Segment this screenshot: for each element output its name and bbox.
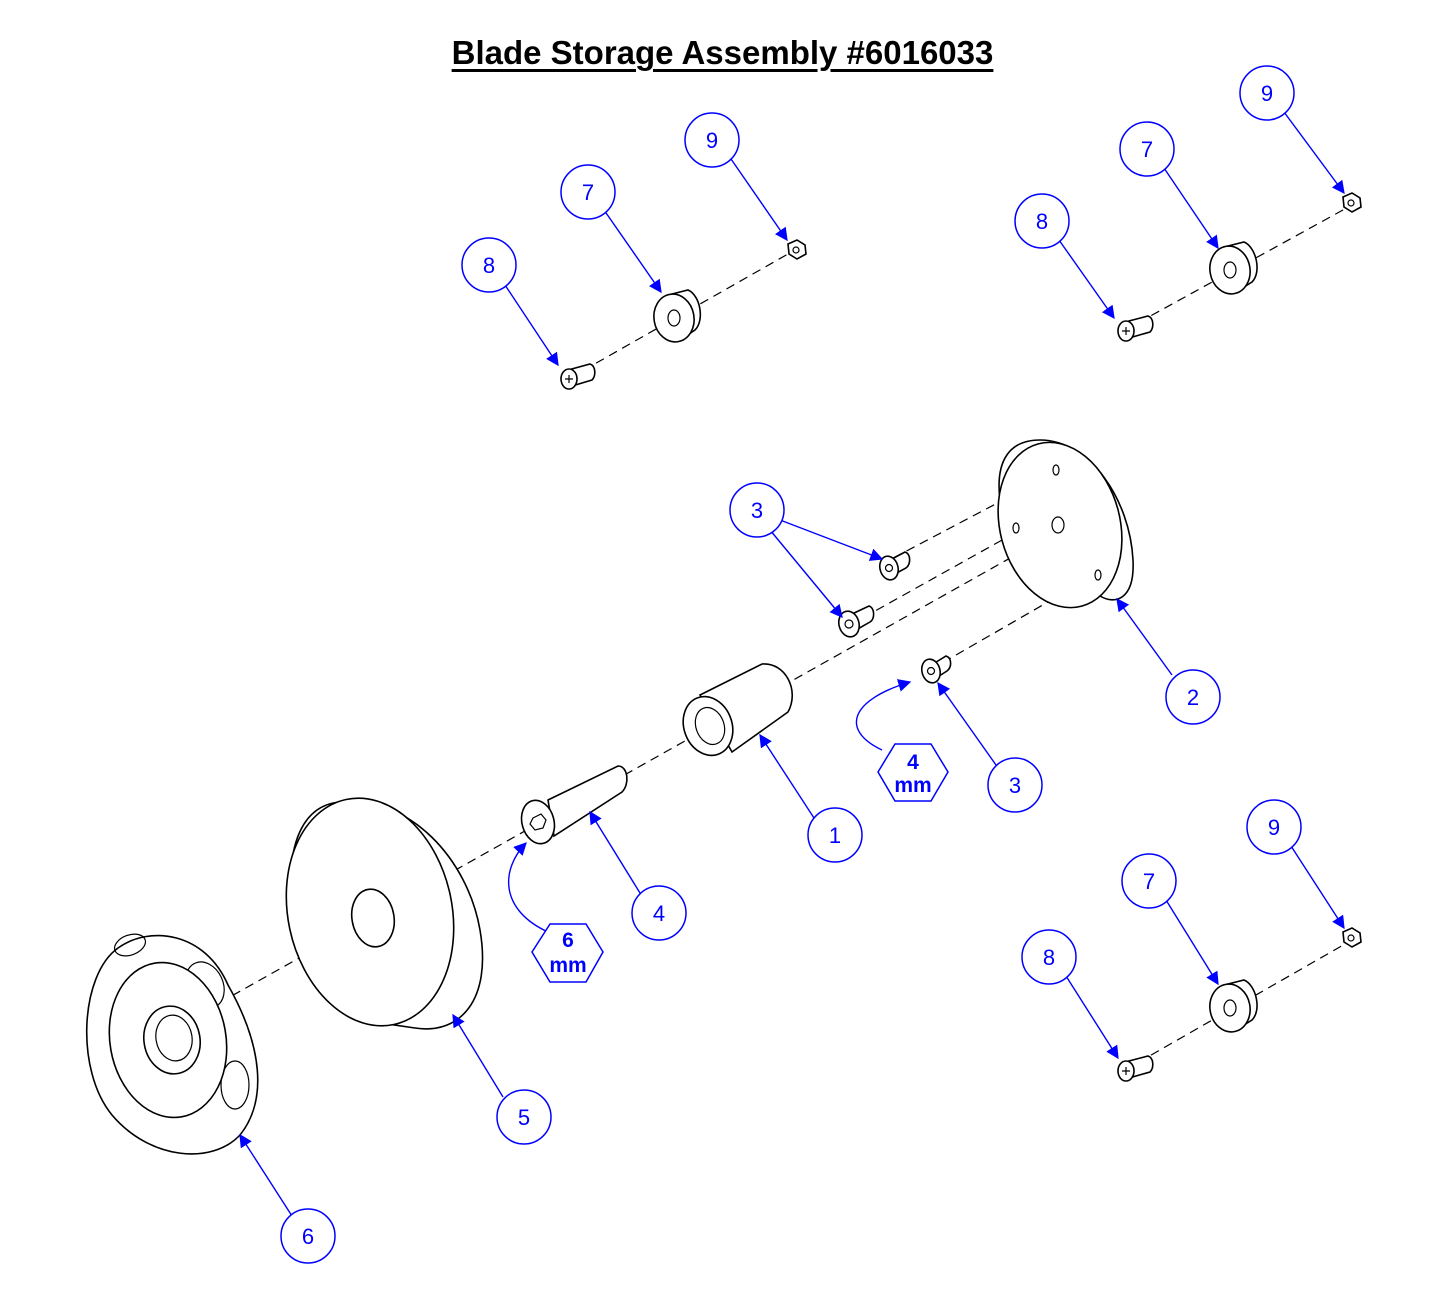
svg-text:6: 6 [302,1224,314,1249]
knob-part [85,933,259,1155]
bumper-assembly-bottom-right [1117,927,1362,1082]
svg-text:4: 4 [653,901,665,926]
callout-5: 5 [496,1089,552,1145]
bumper-assembly-top-left [560,239,807,390]
callout-9-top-left: 9 [684,112,740,168]
callout-7-top-right: 7 [1119,121,1175,177]
callout-7-top-left: 7 [560,164,616,220]
callout-6: 6 [280,1208,336,1264]
callout-9-bottom-right: 9 [1246,799,1302,855]
svg-text:7: 7 [582,180,594,205]
svg-text:5: 5 [518,1105,530,1130]
svg-text:9: 9 [706,128,718,153]
svg-text:4: 4 [907,751,919,774]
diagram-title: Blade Storage Assembly #6016033 [451,34,994,71]
plate-part-2 [997,439,1134,609]
hex-key-tag-4mm: 4 mm [877,743,949,802]
callout-2: 2 [1165,669,1221,725]
screw-part-3-middle [837,605,875,638]
svg-text:mm: mm [894,774,931,797]
svg-text:8: 8 [1036,209,1048,234]
svg-text:3: 3 [1009,773,1021,798]
svg-text:2: 2 [1187,685,1199,710]
svg-text:mm: mm [549,954,586,977]
callout-7-bottom-right: 7 [1121,853,1177,909]
callout-8-top-left: 8 [461,237,517,293]
callout-8-bottom-right: 8 [1021,929,1077,985]
callout-3-upper: 3 [729,482,785,538]
disc-part-5 [285,797,484,1030]
callout-9-top-right: 9 [1239,65,1295,121]
callout-3-lower: 3 [987,757,1043,813]
svg-text:1: 1 [829,823,841,848]
svg-text:9: 9 [1268,815,1280,840]
svg-text:7: 7 [1141,137,1153,162]
bumper-assembly-top-right [1117,192,1362,342]
svg-text:6: 6 [562,929,574,952]
svg-text:7: 7 [1143,869,1155,894]
sleeve-part-1 [682,663,794,757]
bolt-part-4 [520,765,628,845]
screw-part-3-lower [920,655,952,684]
callout-8-top-right: 8 [1014,193,1070,249]
svg-text:3: 3 [751,498,763,523]
screw-part-3-upper [878,551,911,581]
svg-text:8: 8 [483,253,495,278]
leader-lines [239,111,1345,1217]
callout-1: 1 [807,807,863,863]
svg-text:8: 8 [1043,945,1055,970]
svg-text:9: 9 [1261,81,1273,106]
hex-key-tag-6mm: 6 mm [531,923,604,983]
callout-4: 4 [631,885,687,941]
